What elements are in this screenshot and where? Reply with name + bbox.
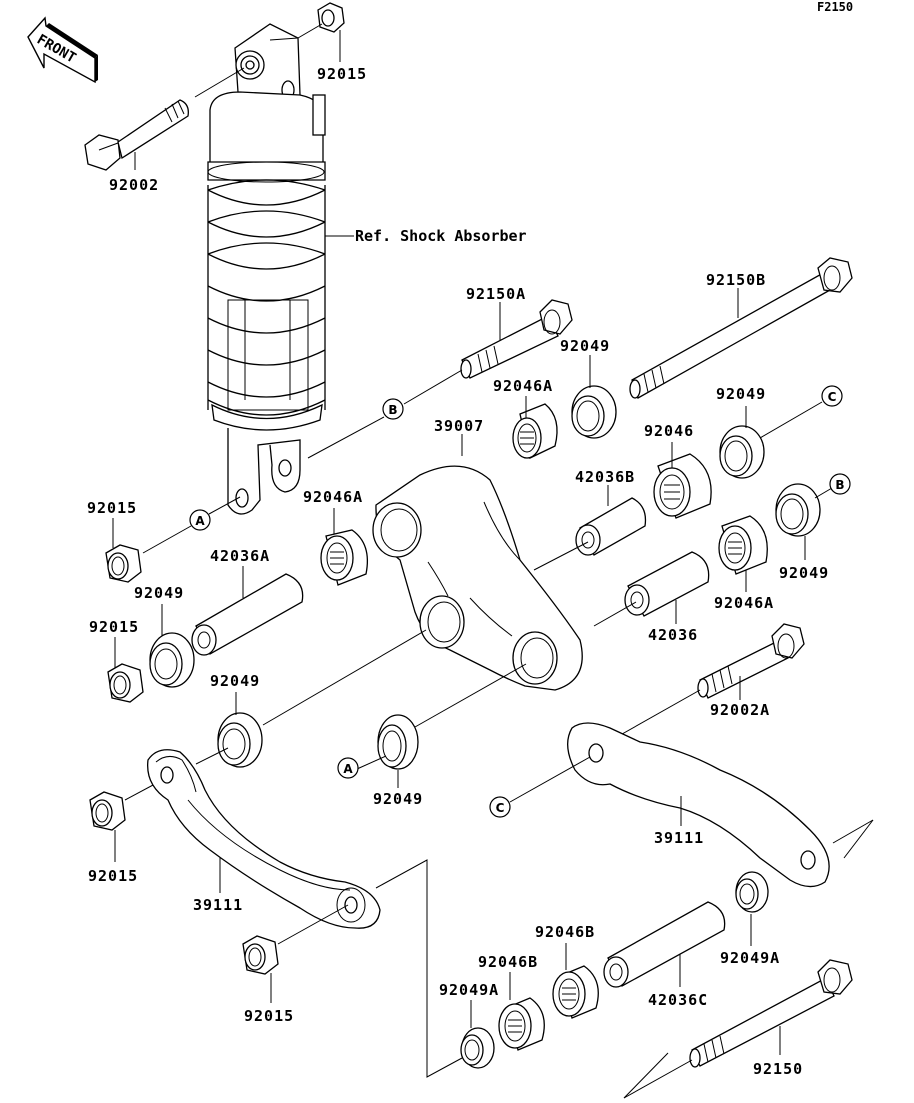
- part-label-92150B: 92150B: [706, 271, 766, 289]
- nut-92015-bottom: [242, 935, 279, 975]
- collar-42036C: [603, 901, 726, 988]
- part-label-92049A-right: 92049A: [720, 949, 780, 967]
- svg-text:A: A: [195, 514, 205, 528]
- part-label-42036B: 42036B: [575, 468, 635, 486]
- part-label-92015-bottom: 92015: [244, 1007, 294, 1025]
- nut-92015-left-c: [89, 791, 126, 831]
- part-label-92046A-right: 92046A: [714, 594, 774, 612]
- seal-92049-a: [377, 714, 419, 770]
- bearing-92046A-left: [320, 529, 369, 586]
- part-label-92046A-top: 92046A: [493, 377, 553, 395]
- bearing-92046A-top: [512, 403, 558, 459]
- svg-text:C: C: [828, 390, 837, 404]
- part-label-39111-right: 39111: [654, 829, 704, 847]
- collar-42036: [624, 551, 710, 617]
- seal-92049A-left: [460, 1027, 495, 1069]
- seal-92049-left-low: [217, 712, 263, 768]
- part-label-92150A: 92150A: [466, 285, 526, 303]
- collar-42036B: [575, 497, 647, 556]
- part-label-92002: 92002: [109, 176, 159, 194]
- seal-92049-left: [149, 632, 195, 688]
- bolt-92150A: [460, 299, 573, 379]
- part-label-92015-left-c: 92015: [88, 867, 138, 885]
- rocker-arm-39007: [372, 465, 583, 691]
- bolt-92002A: [697, 623, 805, 699]
- bearing-92046: [653, 453, 712, 519]
- part-label-92046A-left: 92046A: [303, 488, 363, 506]
- part-label-92049-b: 92049: [779, 564, 829, 582]
- seal-92049-c: [719, 425, 765, 479]
- bearing-92046A-right: [718, 515, 768, 575]
- diagram-code: F2150: [817, 0, 853, 14]
- part-label-92002A: 92002A: [710, 701, 770, 719]
- bearing-92046B-top: [552, 965, 599, 1019]
- part-label-42036: 42036: [648, 626, 698, 644]
- svg-text:C: C: [496, 801, 505, 815]
- collar-42036A: [191, 573, 304, 656]
- callout-a-left: A: [189, 509, 211, 531]
- tie-rod-39111-left: [147, 749, 381, 929]
- part-label-42036A: 42036A: [210, 547, 270, 565]
- part-label-92049-left: 92049: [134, 584, 184, 602]
- part-label-92015-left-a: 92015: [87, 499, 137, 517]
- svg-text:A: A: [343, 762, 353, 776]
- bolt-92150: [689, 959, 853, 1068]
- part-label-92150: 92150: [753, 1060, 803, 1078]
- tie-rod-39111-right: [567, 722, 830, 888]
- bearing-92046B-low: [498, 997, 545, 1051]
- bolt-92150B: [629, 257, 853, 399]
- part-label-92046B-low: 92046B: [478, 953, 538, 971]
- part-label-92049A-left: 92049A: [439, 981, 499, 999]
- part-label-92049-left-low: 92049: [210, 672, 260, 690]
- part-label-92049-c: 92049: [716, 385, 766, 403]
- spring-icon: [207, 179, 326, 416]
- part-label-92049-a: 92049: [373, 790, 423, 808]
- part-label-42036C: 42036C: [648, 991, 708, 1009]
- shock-absorber: [207, 23, 326, 515]
- seal-92049-upper: [571, 385, 617, 439]
- bolt-92002: [84, 99, 189, 171]
- nut-92015-left-b: [107, 663, 144, 703]
- svg-text:B: B: [388, 403, 397, 417]
- callout-c-mid: C: [489, 796, 511, 818]
- part-label-92049-upper: 92049: [560, 337, 610, 355]
- part-label-39007: 39007: [434, 417, 484, 435]
- callout-a-mid: A: [337, 757, 359, 779]
- part-label-92015-top: 92015: [317, 65, 367, 83]
- callout-c-right: C: [821, 385, 843, 407]
- svg-text:B: B: [835, 478, 844, 492]
- nut-92015-top: [317, 2, 345, 33]
- part-label-92046B-top: 92046B: [535, 923, 595, 941]
- part-label-92046: 92046: [644, 422, 694, 440]
- seal-92049A-right: [735, 871, 769, 913]
- part-label-39111-left: 39111: [193, 896, 243, 914]
- nut-92015-left-a: [105, 544, 142, 583]
- part-label-92015-left-b: 92015: [89, 618, 139, 636]
- front-arrow-icon: FRONT: [27, 16, 98, 84]
- callout-b-right: B: [829, 473, 851, 495]
- callout-b-left: B: [382, 398, 404, 420]
- reference-label-shock-absorber: Ref. Shock Absorber: [355, 227, 527, 245]
- seal-92049-b: [775, 483, 821, 537]
